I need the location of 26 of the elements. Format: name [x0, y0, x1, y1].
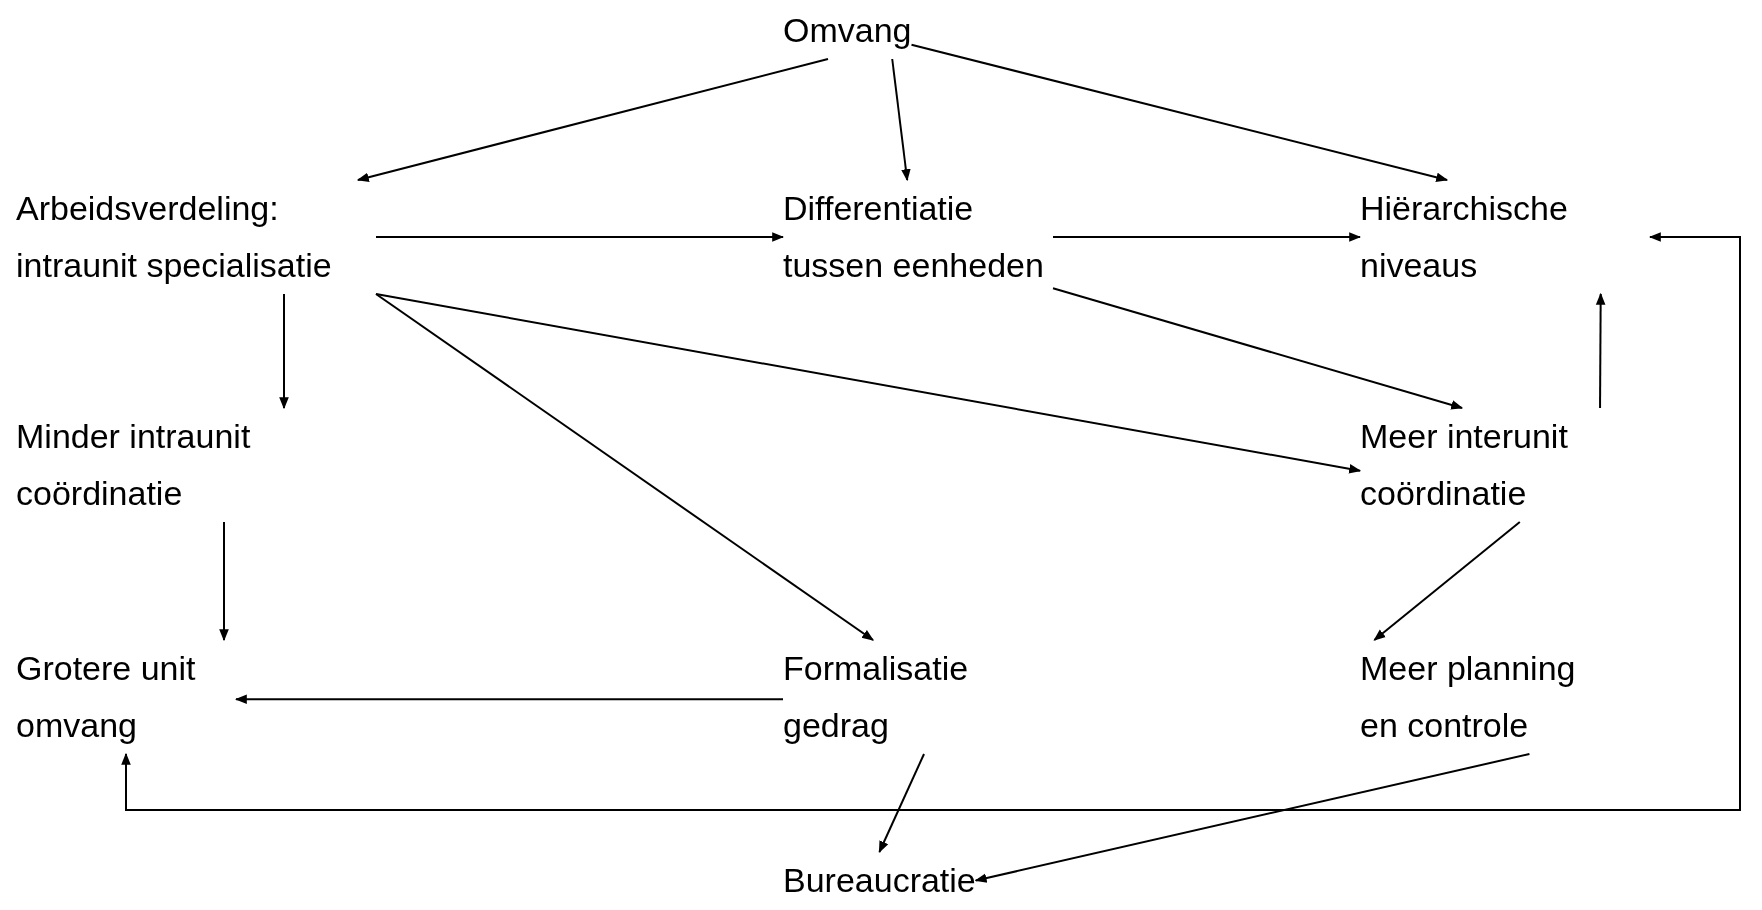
arrow [375, 293, 1362, 474]
node-label: Arbeidsverdeling: intraunit specialisatie [16, 188, 333, 286]
arrow [356, 58, 829, 182]
arrow [1052, 287, 1464, 410]
node-label: Grotere unit omvang [16, 648, 197, 746]
arrow [1373, 521, 1521, 641]
node-label: Hiërarchische niveaus [1360, 188, 1569, 286]
arrow [219, 521, 229, 642]
node-label: Formalisatie gedrag [783, 648, 970, 746]
arrow [1595, 292, 1606, 409]
node-label: Omvang [783, 10, 912, 51]
arrow [234, 694, 784, 705]
node-label: Meer planning en controle [1360, 648, 1577, 746]
arrow [375, 232, 785, 242]
node-label: Meer interunit coördinatie [1360, 416, 1569, 514]
arrow [910, 43, 1449, 182]
arrow [375, 293, 874, 641]
arrow [279, 293, 289, 410]
arrow [1052, 232, 1362, 242]
node-label: Minder intraunit coördinatie [16, 416, 252, 514]
arrow [891, 58, 911, 182]
node-label: Bureaucratie [783, 860, 976, 901]
arrow [121, 232, 1741, 811]
node-label: Differentiatie tussen eenheden [783, 188, 1045, 286]
arrow [878, 753, 925, 854]
arrow [974, 753, 1531, 883]
